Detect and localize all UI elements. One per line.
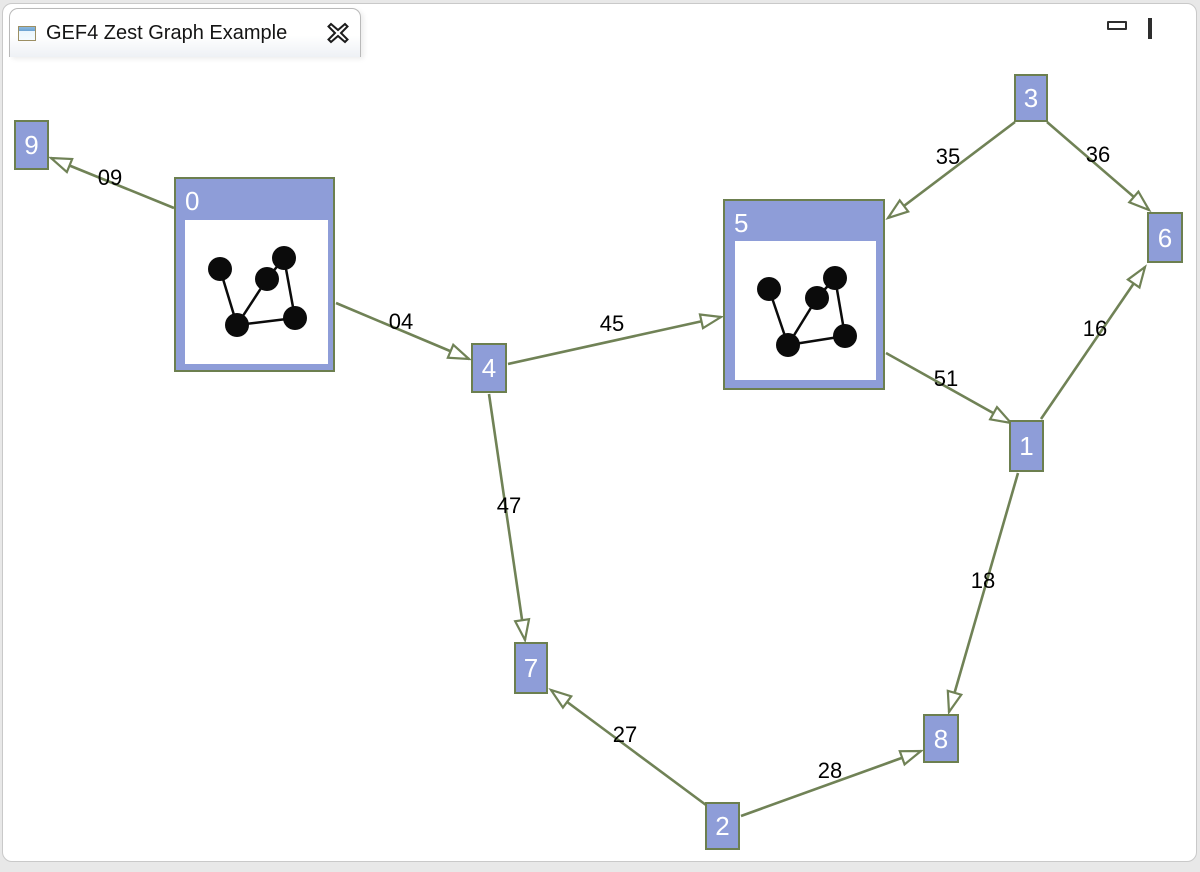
maximize-icon [1148, 18, 1152, 39]
node-label-9: 9 [24, 130, 39, 160]
graph-node-8[interactable]: 8 [923, 714, 959, 763]
node-label-2: 2 [715, 811, 730, 841]
minimize-button[interactable] [1107, 21, 1131, 39]
node-label-3: 3 [1023, 83, 1039, 113]
graph-node-3[interactable]: 3 [1014, 74, 1048, 122]
window-icon [18, 25, 36, 41]
graph-node-2[interactable]: 2 [705, 802, 740, 850]
minimize-icon [1107, 21, 1127, 30]
maximize-button[interactable] [1148, 18, 1172, 44]
node-label-0: 0 [185, 186, 200, 216]
node-label-5: 5 [734, 208, 749, 238]
nested-graph-0 [185, 220, 328, 364]
node-label-4: 4 [481, 353, 497, 383]
graph-node-6[interactable]: 6 [1147, 212, 1183, 263]
graph-node-4[interactable]: 4 [471, 343, 507, 393]
graph-node-7[interactable]: 7 [514, 642, 548, 694]
window-controls [1103, 16, 1183, 48]
close-icon[interactable] [325, 21, 350, 46]
node-label-6: 6 [1157, 222, 1173, 253]
node-label-1: 1 [1019, 431, 1034, 461]
view-tab[interactable]: GEF4 Zest Graph Example [9, 8, 361, 57]
graph-node-5[interactable]: 5 [723, 199, 885, 390]
graph-node-9[interactable]: 9 [14, 120, 49, 170]
node-label-7: 7 [523, 653, 539, 683]
nested-graph-5 [735, 241, 876, 380]
node-label-8: 8 [933, 723, 949, 754]
graph-node-1[interactable]: 1 [1009, 420, 1044, 472]
graph-node-0[interactable]: 0 [174, 177, 335, 372]
tab-title: GEF4 Zest Graph Example [46, 21, 288, 44]
